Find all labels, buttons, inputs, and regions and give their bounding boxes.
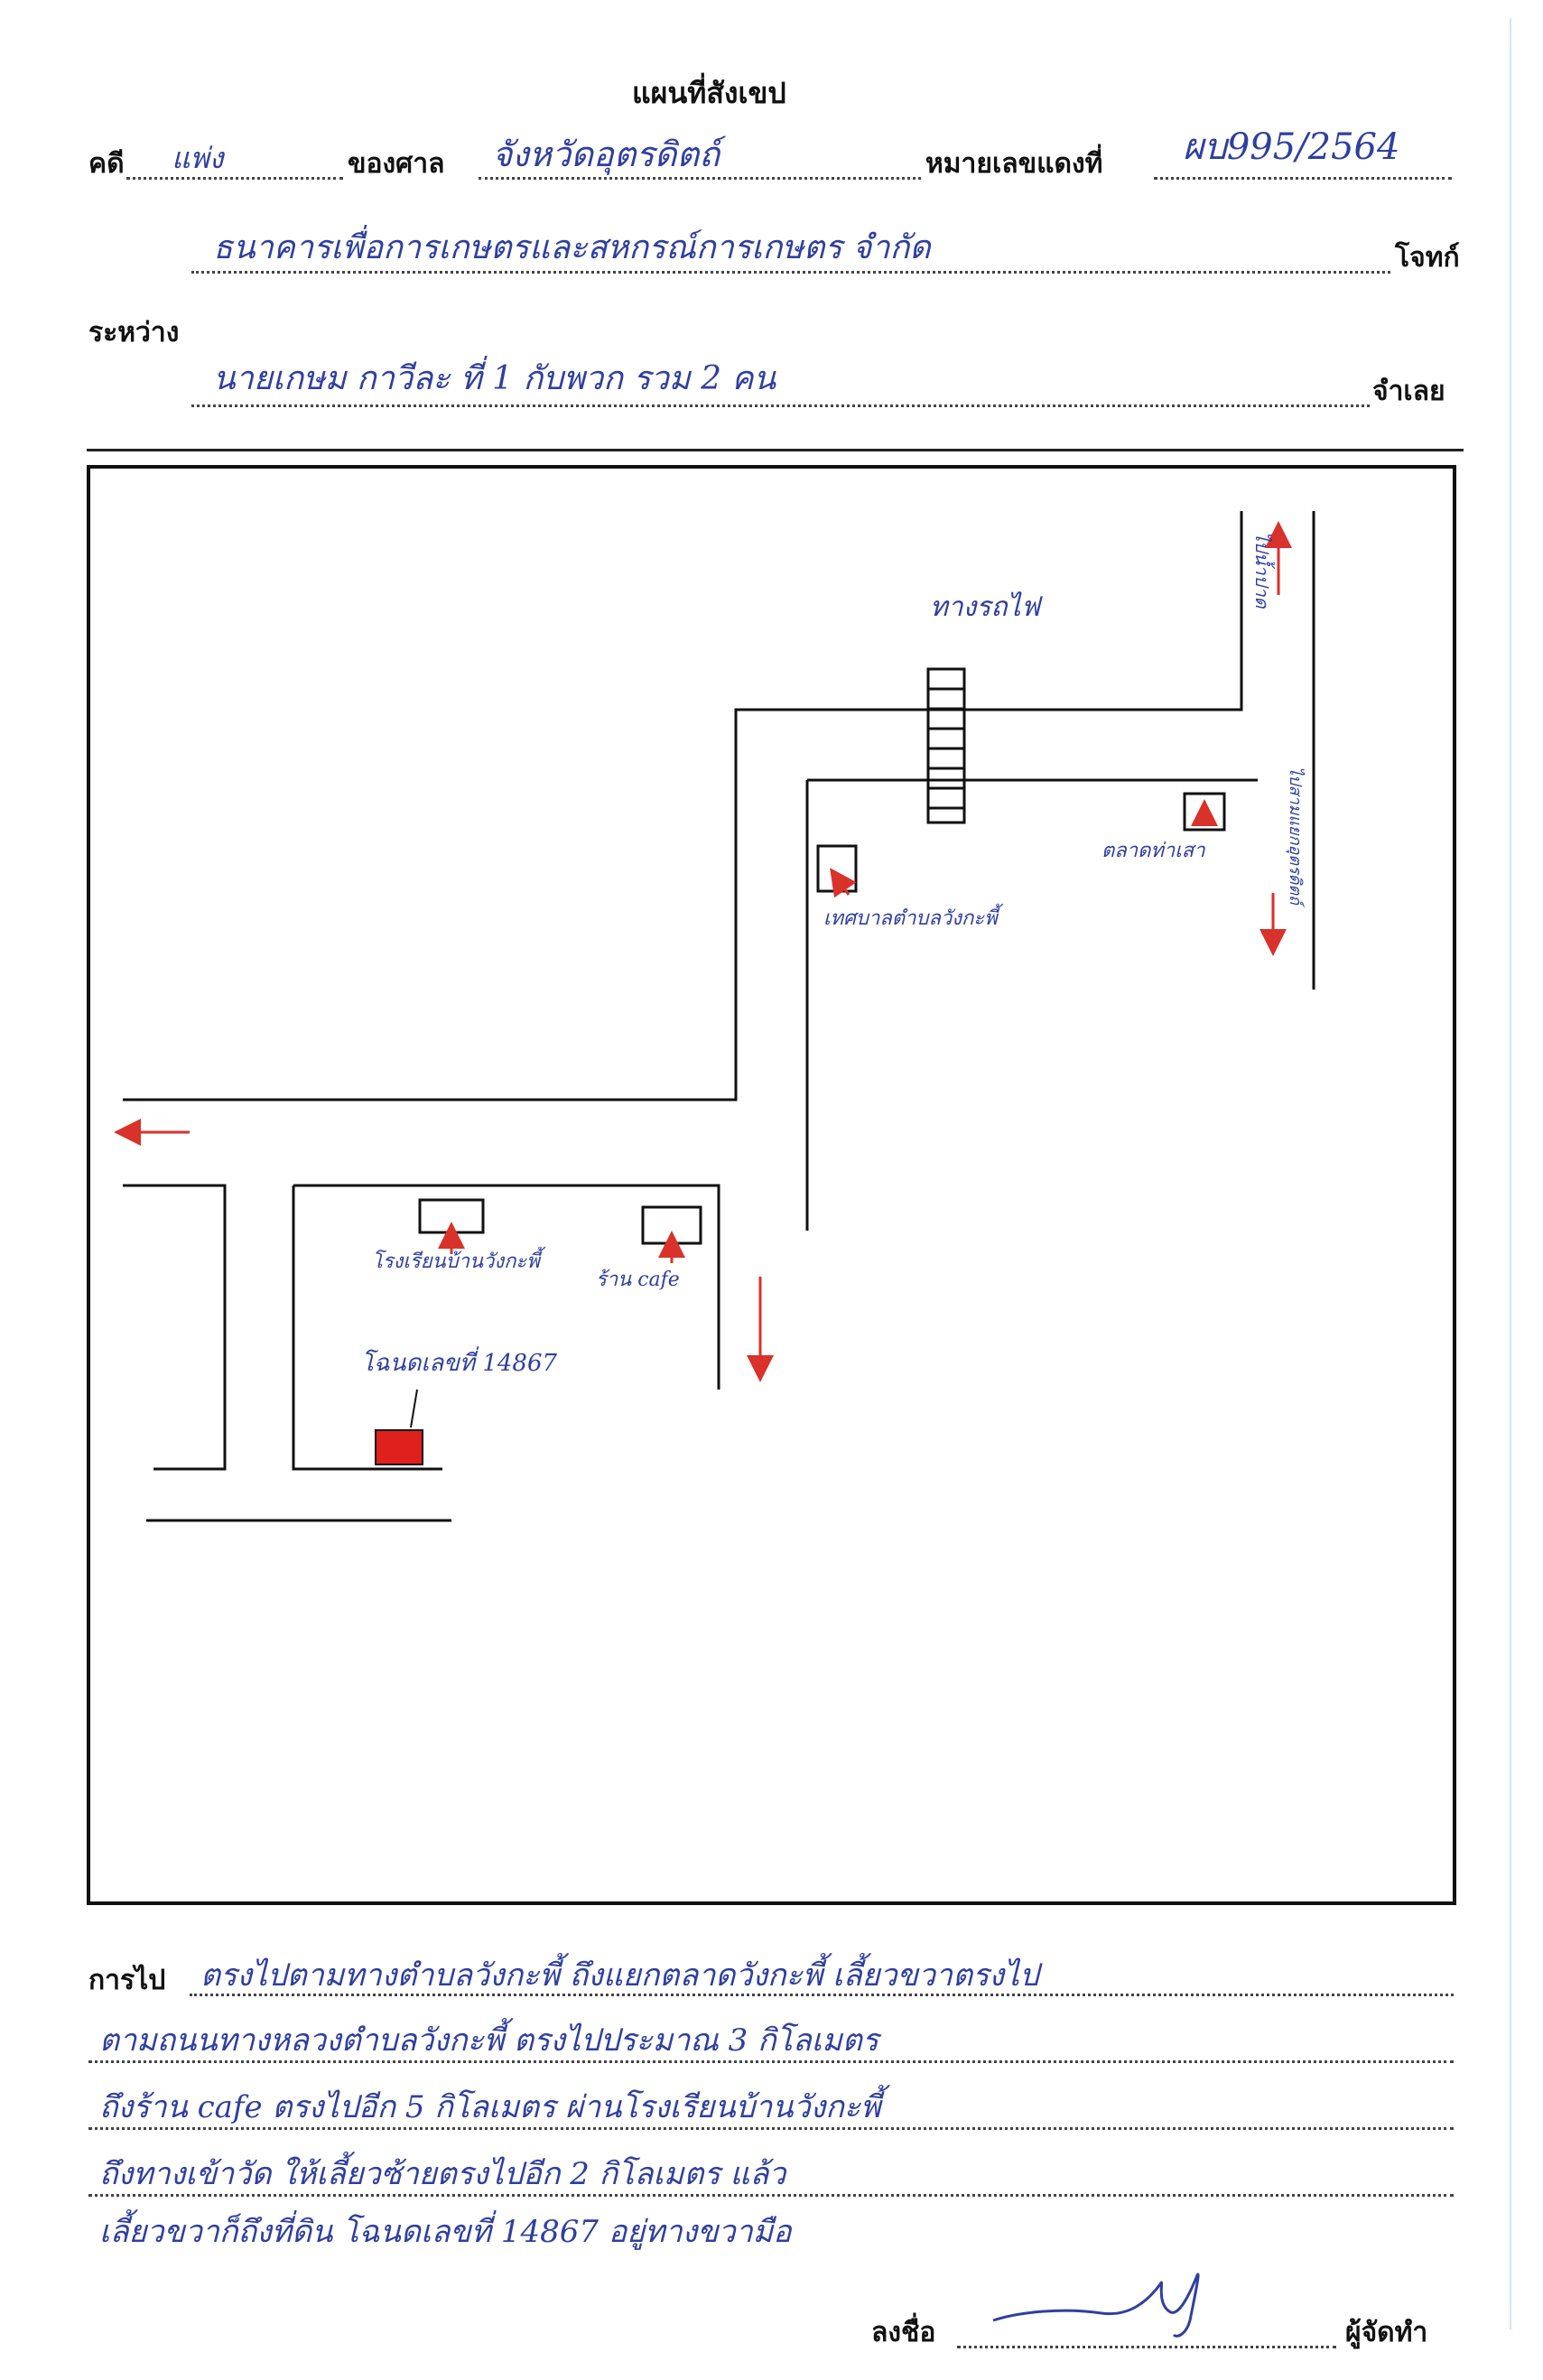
label-to-nam-pat: ไปน้ำปาด: [1251, 532, 1273, 609]
court-dots: [479, 177, 921, 180]
road-left-top: [123, 1184, 227, 1471]
box-tambon-office: [816, 844, 858, 893]
sign-label: ลงชื่อ: [871, 2317, 936, 2348]
directions-line-3: ถึงร้าน cafe ตรงไปอีก 5 กิโลเมตร ผ่านโรง…: [99, 2089, 881, 2125]
defendant-label: จำเลย: [1372, 376, 1445, 407]
directions-label: การไป: [88, 1965, 166, 1996]
label-railway: ทางรถไฟ: [930, 591, 1040, 623]
red-number-value: ผบ995/2564: [1183, 126, 1400, 168]
parcel-pointer: [410, 1389, 418, 1428]
case-value: แพ่ง: [172, 141, 224, 175]
label-parcel: โฉนดเลขที่ 14867: [361, 1350, 558, 1377]
arrow-tambon: [830, 868, 857, 898]
scan-edge: [1510, 18, 1511, 2329]
directions-dots-4: [88, 2194, 1454, 2197]
directions-dots-1: [190, 1994, 1454, 1996]
case-dots: [126, 177, 343, 180]
header-rule: [87, 449, 1464, 451]
signature-mark: [992, 2273, 1200, 2338]
parcel-marker: [375, 1429, 423, 1465]
court-value: จังหวัดอุตรดิตถ์: [492, 135, 720, 174]
plaintiff-label: โจทก์: [1395, 242, 1460, 274]
signature-role: ผู้จัดทำ: [1345, 2317, 1428, 2348]
case-label: คดี: [88, 148, 125, 180]
plaintiff-value: ธนาคารเพื่อการเกษตรและสหกรณ์การเกษตร จำก…: [213, 229, 931, 266]
directions-dots-3: [88, 2127, 1454, 2130]
page-title: แผนที่สังเขป: [632, 76, 786, 110]
defendant-dots: [191, 404, 1370, 407]
road-lower-left: [292, 1185, 442, 1471]
defendant-value: นายเกษม กาวีละ ที่ 1 กับพวก รวม 2 คน: [213, 360, 776, 397]
directions-line-1: ตรงไปตามทางตำบลวังกะพี้ ถึงแยกตลาดวังกะพ…: [200, 1957, 1039, 1994]
directions-dots-2: [88, 2060, 1454, 2063]
map-drawing: [114, 511, 1315, 1522]
label-to-uttaradit: ไปสามแยกอุตรดิตถ์: [1286, 767, 1305, 905]
label-clinic: ตลาดท่าเสา: [1101, 840, 1205, 862]
directions-line-4: ถึงทางเข้าวัด ให้เลี้ยวซ้ายตรงไปอีก 2 กิ…: [99, 2156, 786, 2192]
road-upper-edge: [123, 511, 1243, 1102]
directions-line-2: ตามถนนทางหลวงตำบลวังกะพี้ ตรงไปประมาณ 3 …: [99, 2022, 879, 2059]
box-school: [418, 1198, 485, 1234]
plaintiff-dots: [191, 271, 1390, 274]
red-number-dots: [1154, 177, 1452, 180]
box-cafe: [641, 1205, 702, 1245]
sketch-map: ทางรถไฟ ไปน้ำปาด ไปสามแยกอุตรดิตถ์ ตลาดท…: [87, 465, 1456, 1905]
sign-dots: [957, 2346, 1336, 2348]
railway-track: [926, 667, 966, 824]
between-label: ระหว่าง: [88, 317, 180, 349]
label-tambon-office: เทศบาลตำบลวังกะพี้: [823, 907, 998, 930]
road-lower-edge: [293, 1184, 720, 1390]
label-cafe: ร้าน cafe: [596, 1269, 680, 1291]
court-label: ของศาล: [348, 148, 445, 180]
red-number-label: หมายเลขแดงที่: [925, 148, 1103, 180]
label-school: โรงเรียนบ้านวังกะพี้: [372, 1250, 540, 1273]
box-clinic: [1183, 792, 1226, 832]
directions-line-5: เลี้ยวขวาก็ถึงที่ดิน โฉนดเลขที่ 14867 อย…: [99, 2214, 792, 2250]
